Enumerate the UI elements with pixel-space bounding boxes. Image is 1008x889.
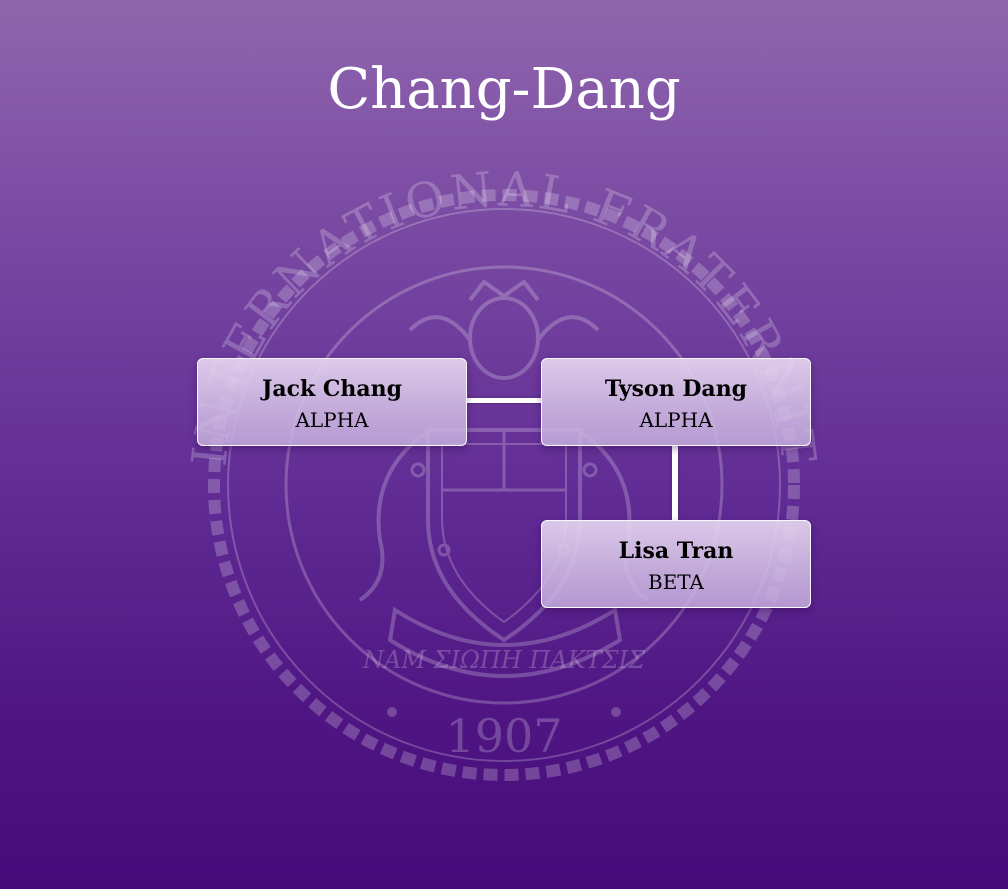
connector-tyson-to-lisa [672,446,678,521]
seal-motto: ΝΑΜ ΣΙΩΠΗ ΠΑΚΤΣΙΣ [362,646,646,674]
node-name: Jack Chang [261,376,403,402]
org-node-lisa-tran[interactable]: Lisa Tran BETA [541,520,811,608]
node-role: ALPHA [295,408,369,432]
node-role: BETA [648,570,704,594]
node-name: Lisa Tran [618,538,734,564]
chart-title: Chang-Dang [327,57,681,122]
connector-jack-to-tyson [467,398,541,403]
node-role: ALPHA [639,408,713,432]
node-name: Tyson Dang [604,376,748,402]
seal-year: 1907 [445,709,562,763]
org-node-jack-chang[interactable]: Jack Chang ALPHA [197,358,467,446]
org-node-tyson-dang[interactable]: Tyson Dang ALPHA [541,358,811,446]
